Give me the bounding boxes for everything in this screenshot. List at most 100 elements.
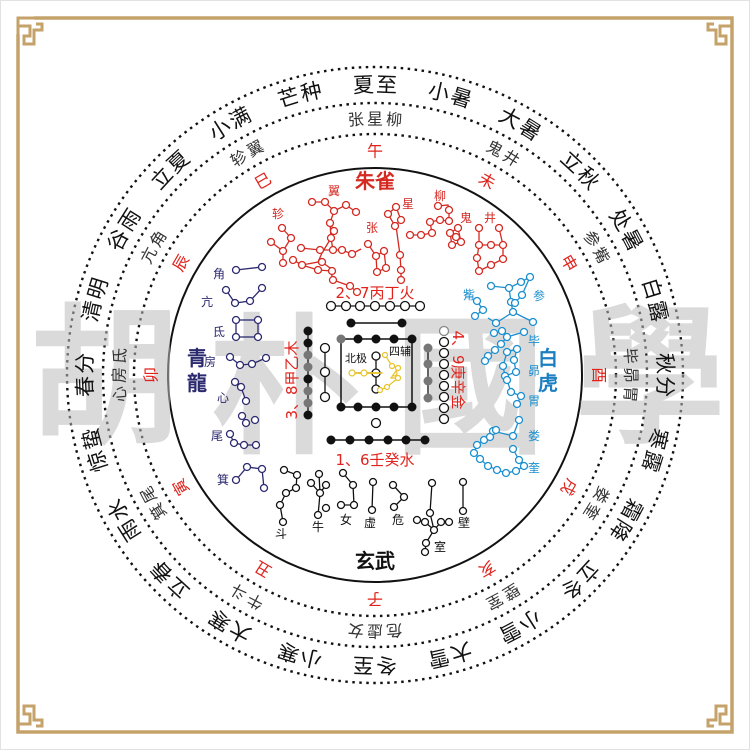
inner-dashed-ring bbox=[132, 132, 618, 618]
earthly-branch-char: 子 bbox=[367, 590, 383, 609]
earthly-branch: 寅 bbox=[169, 475, 193, 498]
solar-term: 谷雨 bbox=[103, 205, 146, 255]
solar-term-char: 春 bbox=[73, 376, 98, 398]
mansion-ring-label-char: 娄 bbox=[589, 483, 613, 506]
mansion-ring-label-char: 女 bbox=[347, 620, 364, 640]
mansion-label-kui: 奎 bbox=[528, 460, 540, 475]
solar-term: 立春 bbox=[146, 556, 194, 604]
solar-term: 小寒 bbox=[275, 637, 324, 672]
mansion-label-lou: 娄 bbox=[528, 428, 540, 443]
earthly-branch-char: 卯 bbox=[142, 367, 161, 383]
solar-term-char: 蛰 bbox=[78, 426, 106, 452]
earthly-branch: 酉 bbox=[590, 367, 609, 383]
mansion-label-jiao: 角 bbox=[213, 267, 225, 281]
solar-term: 霜降 bbox=[604, 495, 647, 545]
mansion-ring-label-char: 尾 bbox=[137, 483, 161, 506]
beast-black-tortoise: 玄武 bbox=[355, 549, 395, 573]
solar-term: 立冬 bbox=[556, 556, 604, 604]
mansion-label-xing: 星 bbox=[402, 197, 414, 211]
solar-term: 大雪 bbox=[426, 637, 475, 672]
earthly-branch: 巳 bbox=[251, 169, 274, 193]
solar-term-char: 分 bbox=[73, 352, 98, 374]
solar-term-char: 雪 bbox=[426, 644, 452, 672]
solar-term-char: 小 bbox=[426, 78, 452, 106]
corner-knot-icon bbox=[16, 702, 48, 734]
earthly-branch: 午 bbox=[367, 142, 383, 161]
solid-ring bbox=[167, 167, 583, 583]
solar-term: 雨水 bbox=[103, 495, 146, 545]
beast-azure-dragon-char2: 龍 bbox=[187, 371, 207, 395]
earthly-branch: 子 bbox=[367, 590, 383, 609]
corner-knot-icon bbox=[702, 702, 734, 734]
earthly-branch: 卯 bbox=[142, 367, 161, 383]
mansion-ring-label-char: 胃 bbox=[620, 386, 640, 403]
solar-term-char: 暑 bbox=[448, 84, 475, 113]
hetu-south-label: 2、7丙丁火 bbox=[335, 284, 414, 302]
mansion-ring-label: 毕昴胃 bbox=[620, 347, 640, 403]
star-dots-east bbox=[221, 262, 271, 493]
mansion-ring-label-char: 觜 bbox=[589, 244, 613, 267]
mansion-ring-label-char: 张 bbox=[347, 110, 364, 130]
mansion-ring-label: 亢角 bbox=[137, 227, 171, 267]
mansion-ring-label-char: 房 bbox=[110, 367, 129, 383]
mansion-label-xu: 虚 bbox=[364, 516, 376, 530]
earthly-branch: 辰 bbox=[169, 251, 193, 274]
solar-term-char: 夏 bbox=[352, 73, 374, 98]
beast-vermilion-bird: 朱雀 bbox=[355, 169, 395, 193]
mansion-label-fang: 房 bbox=[204, 354, 216, 369]
mansion-label-wei: 胃 bbox=[528, 394, 540, 408]
mansion-ring-label-char: 室 bbox=[483, 589, 506, 613]
hetu-east-dots bbox=[303, 326, 313, 420]
earthly-branch-char: 辰 bbox=[169, 251, 193, 274]
solar-term-char: 至 bbox=[352, 652, 374, 677]
solar-term: 秋分 bbox=[652, 352, 677, 397]
watermark-char: 國 bbox=[395, 300, 545, 476]
mansion-label-ji: 箕 bbox=[217, 473, 229, 487]
solar-term: 小暑 bbox=[426, 78, 475, 113]
mansion-ring-label-char: 星 bbox=[367, 110, 383, 129]
solar-term-char: 寒 bbox=[275, 637, 302, 666]
earthly-branch-char: 申 bbox=[557, 251, 581, 274]
gold-frame bbox=[16, 16, 734, 734]
north-pole-label: 北极 bbox=[345, 351, 367, 365]
earthly-branch: 未 bbox=[475, 169, 498, 193]
mansion-ring-label-char: 翼 bbox=[244, 137, 267, 161]
mansion-label-wei-tail: 尾 bbox=[211, 429, 223, 443]
south-constellations: 轸 翼 张 星 柳 鬼 井 bbox=[266, 184, 508, 297]
earthly-branch-char: 未 bbox=[475, 169, 498, 193]
solar-term-char: 清 bbox=[78, 298, 106, 324]
outer-dashed-ring bbox=[65, 65, 685, 685]
solar-term-char: 种 bbox=[298, 78, 324, 106]
mansion-label-wei-danger: 危 bbox=[392, 513, 404, 527]
mansion-label-shen: 参 bbox=[533, 288, 545, 303]
mansion-ring-label-char: 鬼 bbox=[483, 137, 506, 161]
beast-white-tiger: 白 虎 bbox=[538, 346, 558, 395]
mansion-label-jing: 井 bbox=[484, 211, 496, 225]
hetu-west-grey-dots bbox=[423, 343, 433, 403]
mansion-label-di: 氐 bbox=[213, 325, 225, 339]
solar-term: 小雪 bbox=[495, 604, 545, 647]
mansion-ring-label-char: 心 bbox=[110, 386, 130, 403]
mansion-ring-label: 壁室 bbox=[483, 579, 523, 613]
four-assistants-label: 四辅 bbox=[389, 344, 411, 358]
star-dots-west bbox=[469, 272, 538, 478]
mansion-ring-label-char: 亢 bbox=[137, 244, 161, 267]
earthly-branch-char: 酉 bbox=[590, 367, 609, 383]
mansion-label-zhang: 张 bbox=[366, 221, 378, 235]
mansion-ring-label: 箕尾 bbox=[137, 483, 171, 523]
earthly-branch-char: 亥 bbox=[475, 557, 498, 581]
mansion-label-yi: 翼 bbox=[328, 184, 340, 198]
hetu-east-label: 3、8甲乙木 bbox=[283, 340, 301, 419]
solar-term: 大寒 bbox=[205, 604, 255, 647]
beast-white-tiger-char2: 虎 bbox=[538, 371, 558, 395]
mansion-ring-label: 心房氐 bbox=[110, 347, 130, 403]
earthly-branch: 申 bbox=[557, 251, 581, 274]
solar-term: 立夏 bbox=[146, 146, 194, 194]
hetu-north-label: 1、6壬癸水 bbox=[335, 451, 414, 469]
solar-term-char: 寒 bbox=[644, 426, 672, 452]
mansion-ring-label-char: 氐 bbox=[110, 347, 130, 364]
solar-term: 冬至 bbox=[352, 652, 397, 677]
mansion-ring: 张星柳鬼井参觜毕昴胃娄奎壁室危虚女牛斗箕尾心房氐亢角轸翼 bbox=[110, 110, 641, 641]
mansion-ring-label-char: 毕 bbox=[620, 347, 640, 364]
mansion-label-zhen: 轸 bbox=[272, 207, 284, 221]
